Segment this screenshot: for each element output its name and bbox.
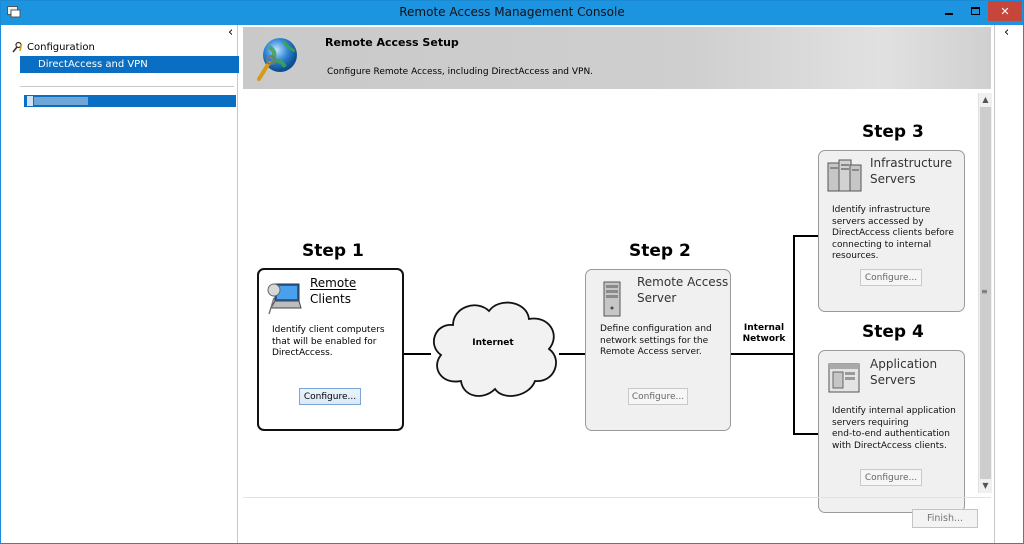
step1-title-line2: Clients — [310, 292, 351, 306]
setup-diagram: Internet Internal Network Step 1 Remote … — [243, 93, 977, 513]
close-button[interactable]: ✕ — [988, 1, 1022, 21]
content-pane: Remote Access Setup Configure Remote Acc… — [239, 25, 993, 543]
vertical-scrollbar[interactable]: ▲ ≡ ▼ — [978, 93, 992, 493]
scroll-up-icon[interactable]: ▲ — [982, 95, 989, 104]
finish-button[interactable]: Finish... — [912, 509, 978, 528]
step4-title-line2: Servers — [870, 373, 916, 387]
step1-title-line1: Remote — [310, 276, 357, 290]
actions-pane-collapsed: ‹ — [994, 25, 1022, 543]
step4-label: Step 4 — [862, 322, 924, 342]
scroll-down-icon[interactable]: ▼ — [982, 481, 989, 490]
step4-description-line3: end-to-end authentication — [832, 429, 950, 439]
nav-divider — [20, 86, 234, 87]
step4-card-application-servers: Application Servers Identify internal ap… — [818, 350, 965, 513]
step4-description-line2: servers requiring — [832, 417, 909, 428]
tree-item-directaccess-vpn[interactable]: DirectAccess and VPN — [20, 56, 239, 73]
internal-network-label-line1: Internal — [743, 323, 785, 333]
step2-description-line2: network settings for the — [600, 335, 709, 346]
application-server-icon — [828, 363, 860, 393]
step2-title-line2: Server — [637, 291, 677, 305]
step1-label: Step 1 — [302, 241, 364, 261]
step2-description-line3: Remote Access server. — [600, 347, 702, 357]
step3-title-line1: Infrastructure — [870, 156, 953, 170]
window-title: Remote Access Management Console — [399, 5, 625, 19]
minimize-icon — [945, 13, 953, 15]
cloud-icon — [433, 301, 557, 397]
globe-icon — [257, 38, 297, 81]
app-icon — [7, 6, 21, 18]
step3-title-line2: Servers — [870, 172, 916, 186]
laptop-icon — [267, 283, 302, 315]
step1-description-line1: Identify client computers — [272, 325, 385, 335]
chevron-left-icon[interactable]: ‹ — [228, 25, 234, 40]
footer-divider — [243, 497, 991, 498]
console-frame: ‹ Configuration DirectAccess and VPN — [2, 25, 1022, 543]
step3-description-line1: Identify infrastructure — [832, 205, 931, 215]
connector-cloud-server — [559, 353, 585, 355]
step4-title-line1: Application — [870, 357, 938, 371]
step2-title-line1: Remote Access — [637, 275, 729, 289]
close-icon: ✕ — [1000, 4, 1010, 18]
connector-network-infrastructure — [793, 235, 818, 237]
step1-configure-button[interactable]: Configure... — [299, 388, 361, 405]
server-item[interactable] — [24, 95, 236, 107]
step2-card-remote-access-server: Remote Access Server Define configuratio… — [585, 269, 731, 431]
step3-description-line4: connecting to internal — [832, 239, 932, 250]
step3-configure-button[interactable]: Configure... — [860, 269, 922, 286]
wrench-icon — [12, 41, 23, 53]
step2-configure-button[interactable]: Configure... — [628, 388, 688, 405]
page-subtitle: Configure Remote Access, including Direc… — [327, 67, 594, 77]
step4-description-line1: Identify internal application — [832, 406, 956, 416]
maximize-icon — [970, 7, 980, 15]
step1-card-remote-clients: Remote Clients Identify client computers… — [257, 268, 404, 431]
internal-network-label-line2: Network — [742, 334, 786, 344]
step3-card-infrastructure-servers: Infrastructure Servers Identify infrastr… — [818, 150, 965, 312]
step2-label: Step 2 — [629, 241, 691, 261]
connector-network-application — [793, 433, 818, 435]
page-title: Remote Access Setup — [325, 36, 459, 49]
connector-network-vertical — [793, 235, 795, 435]
tree-root-label: Configuration — [27, 41, 95, 53]
step3-description-line5: resources. — [832, 251, 879, 261]
step1-description-line3: DirectAccess. — [272, 348, 333, 358]
internet-label: Internet — [472, 338, 514, 348]
title-bar: Remote Access Management Console ✕ — [1, 1, 1023, 25]
step1-description-line2: that will be enabled for — [272, 336, 377, 347]
infrastructure-server-icon — [827, 159, 862, 192]
server-small-icon — [27, 96, 33, 106]
step4-description-line4: with DirectAccess clients. — [832, 440, 947, 451]
step4-configure-button[interactable]: Configure... — [860, 469, 922, 486]
navigation-pane: ‹ Configuration DirectAccess and VPN — [2, 25, 239, 543]
scroll-thumb[interactable] — [980, 107, 991, 479]
minimize-button[interactable] — [936, 1, 962, 21]
step3-label: Step 3 — [862, 122, 924, 142]
server-name-redacted — [34, 97, 88, 105]
step2-description-line1: Define configuration and — [600, 324, 712, 334]
setup-banner: Remote Access Setup Configure Remote Acc… — [243, 27, 991, 89]
connector-clients-cloud — [403, 353, 431, 355]
step3-description-line3: DirectAccess clients before — [832, 228, 954, 238]
step3-description-line2: servers accessed by — [832, 216, 924, 227]
server-icon — [603, 281, 621, 317]
scroll-grip-icon: ≡ — [981, 287, 988, 296]
tree-root-configuration[interactable]: Configuration — [11, 41, 95, 53]
maximize-button[interactable] — [962, 1, 988, 21]
connector-server-network — [731, 353, 793, 355]
chevron-left-icon[interactable]: ‹ — [1004, 25, 1010, 40]
